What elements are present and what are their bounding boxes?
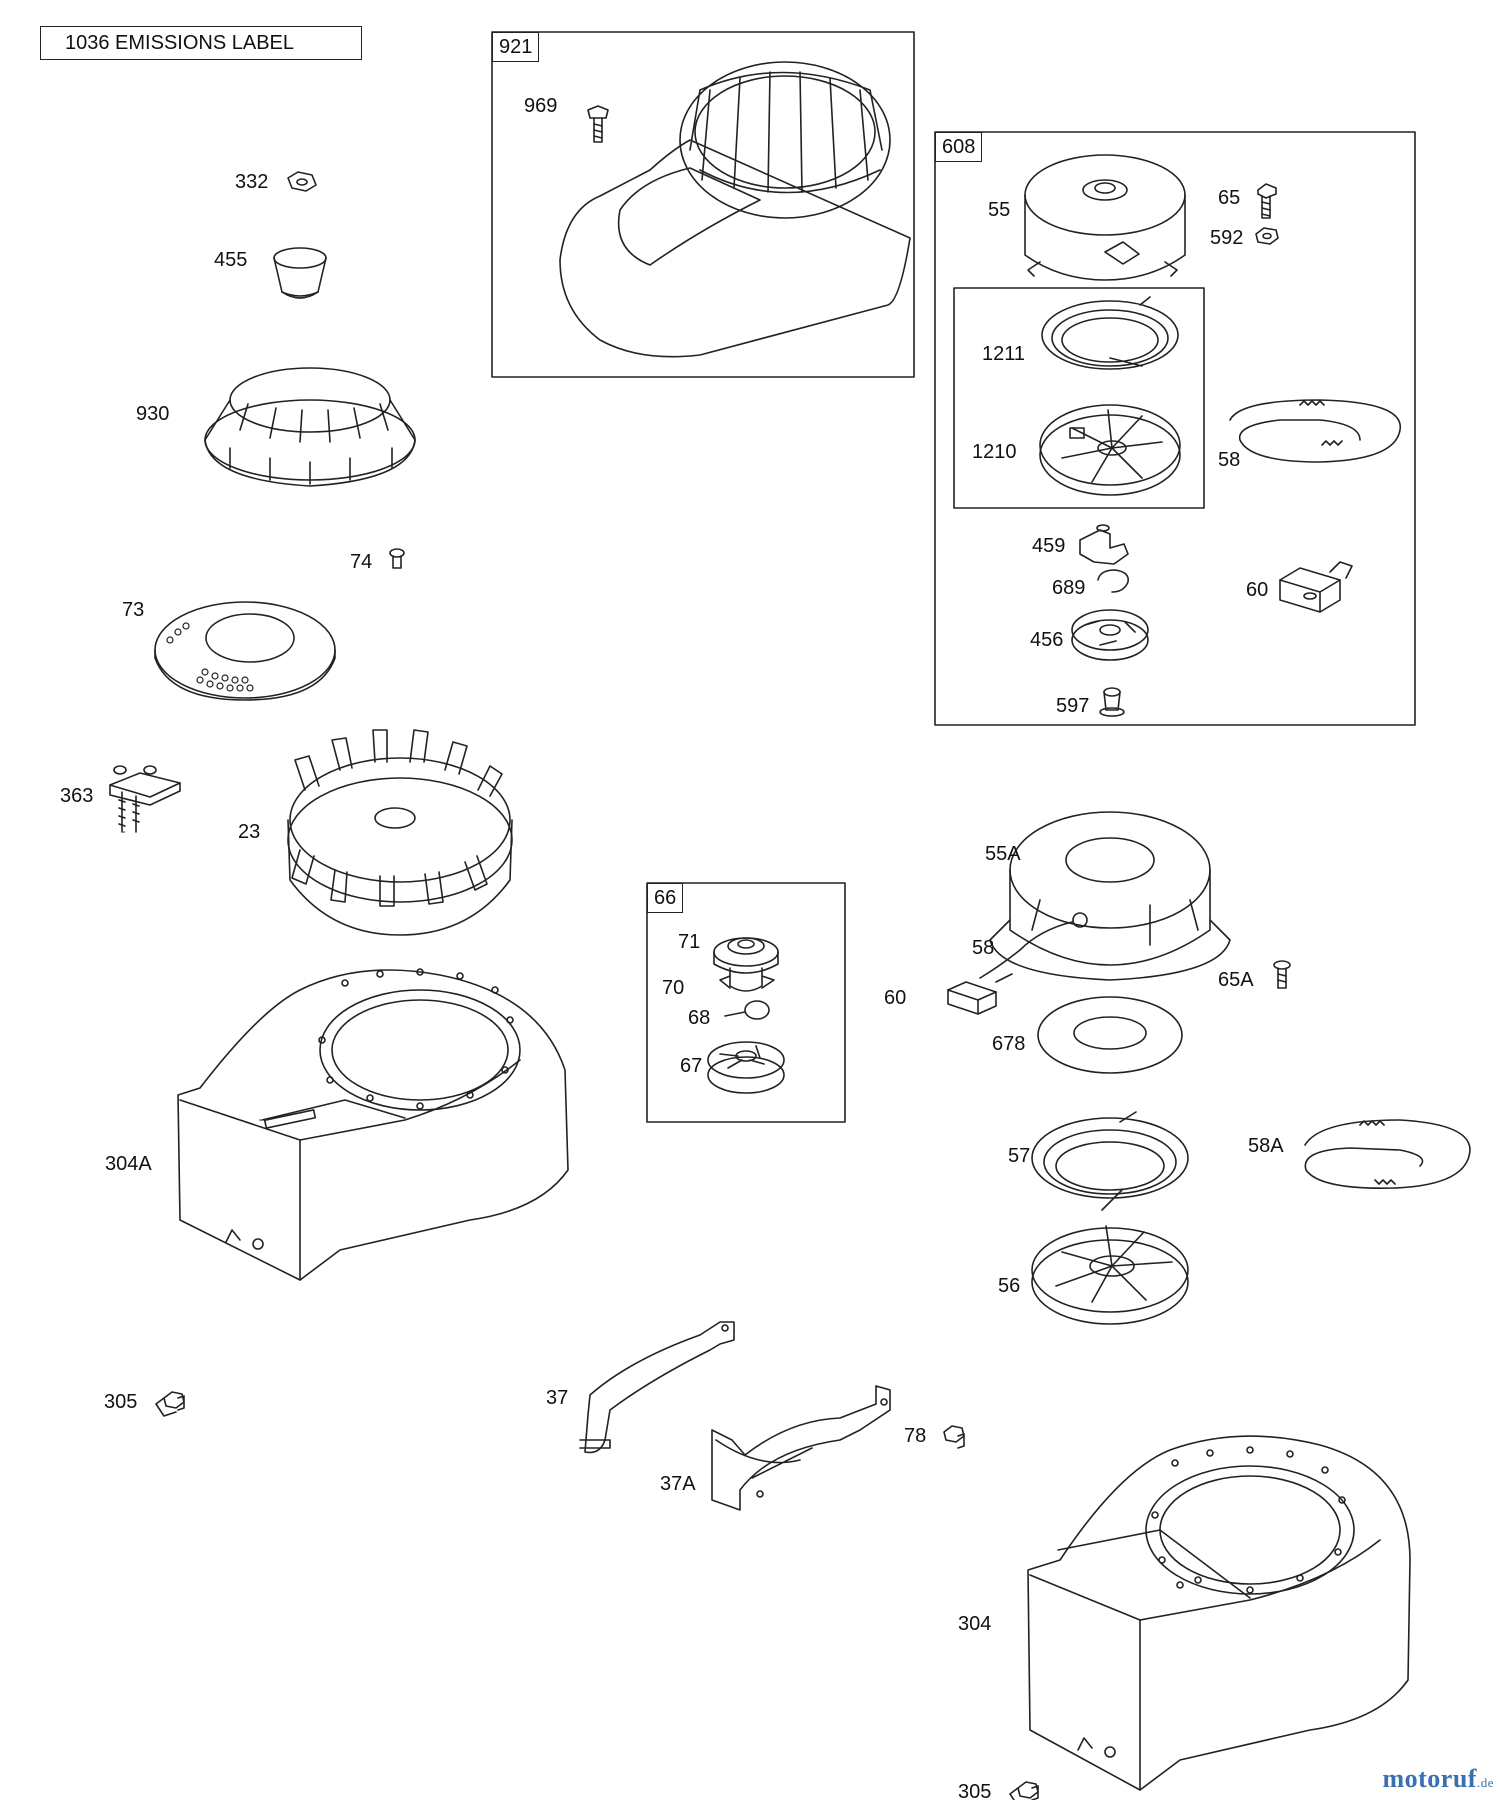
part-65A-screw xyxy=(1273,960,1291,989)
callout-71: 71 xyxy=(678,931,701,953)
part-459-dog xyxy=(1079,524,1129,565)
callout-1211: 1211 xyxy=(982,343,1026,365)
part-23-flywheel xyxy=(287,729,513,936)
callout-304A: 304A xyxy=(105,1153,152,1175)
part-689-ring xyxy=(1097,569,1130,593)
part-597-pin xyxy=(1099,687,1125,717)
part-58-rope-mid xyxy=(979,921,1073,979)
callout-68: 68 xyxy=(688,1007,711,1029)
callout-459: 459 xyxy=(1032,535,1066,557)
part-1210-pulley xyxy=(1039,404,1181,496)
part-363-bracket xyxy=(109,765,181,833)
callout-74: 74 xyxy=(350,551,373,573)
part-305-bolt-right xyxy=(1009,1781,1039,1800)
callout-65: 65 xyxy=(1218,187,1241,209)
part-71-pulley xyxy=(713,937,779,974)
group-label-921: 921 xyxy=(492,32,540,62)
part-78-screw xyxy=(943,1425,965,1449)
callout-969: 969 xyxy=(524,95,558,117)
part-930-ring xyxy=(204,367,416,487)
callout-58-top: 58 xyxy=(1218,449,1241,471)
part-456-ratchet xyxy=(1071,609,1149,661)
part-68-ball xyxy=(724,1000,770,1020)
part-57-spring xyxy=(1031,1111,1189,1211)
callout-456: 456 xyxy=(1030,629,1064,651)
callout-65A: 65A xyxy=(1218,969,1254,991)
callout-37: 37 xyxy=(546,1387,569,1409)
callout-597: 597 xyxy=(1056,695,1090,717)
part-55-starter-housing xyxy=(1024,154,1186,281)
callout-55: 55 xyxy=(988,199,1011,221)
group-label-608: 608 xyxy=(935,132,983,162)
part-592-nut xyxy=(1255,227,1279,245)
part-305-bolt-left xyxy=(155,1391,185,1417)
logo-tld: .de xyxy=(1476,1775,1494,1790)
callout-23: 23 xyxy=(238,821,261,843)
part-55A-starter-housing xyxy=(989,811,1231,981)
callout-56: 56 xyxy=(998,1275,1021,1297)
part-37-baffle xyxy=(579,1321,735,1454)
part-67-ratchet-cup xyxy=(707,1041,785,1094)
callout-1210: 1210 xyxy=(972,441,1017,463)
part-678-washer xyxy=(1037,996,1183,1074)
group-608-frame xyxy=(934,131,1416,726)
callout-58-mid: 58 xyxy=(972,937,995,959)
part-921-cover xyxy=(559,61,911,358)
group-1210-1211-subframe xyxy=(953,287,1205,509)
callout-70: 70 xyxy=(662,977,685,999)
part-58-rope-top xyxy=(1229,399,1401,463)
part-70-hub xyxy=(719,967,775,992)
emissions-label-box: 1036 EMISSIONS LABEL xyxy=(40,26,362,60)
part-304A-housing xyxy=(177,968,569,1281)
part-73-grille xyxy=(154,601,336,701)
callout-930: 930 xyxy=(136,403,170,425)
part-56-pulley xyxy=(1031,1225,1189,1325)
callout-592: 592 xyxy=(1210,227,1244,249)
part-65-screw xyxy=(1257,183,1277,219)
callout-678: 678 xyxy=(992,1033,1026,1055)
callout-58A: 58A xyxy=(1248,1135,1284,1157)
part-74-screw xyxy=(389,548,405,569)
part-969-screw xyxy=(587,105,609,143)
part-37A-baffle xyxy=(711,1385,891,1511)
callout-55A: 55A xyxy=(985,843,1021,865)
callout-332: 332 xyxy=(235,171,269,193)
group-66-frame xyxy=(646,882,846,1123)
part-304-housing xyxy=(1027,1435,1411,1791)
callout-455: 455 xyxy=(214,249,248,271)
callout-689: 689 xyxy=(1052,577,1086,599)
callout-305-left: 305 xyxy=(104,1391,138,1413)
logo-name: motoruf xyxy=(1382,1764,1477,1793)
callout-37A: 37A xyxy=(660,1473,696,1495)
part-332-nut xyxy=(287,171,317,192)
part-58A-rope xyxy=(1304,1119,1471,1189)
callout-304: 304 xyxy=(958,1613,992,1635)
group-label-66: 66 xyxy=(647,883,684,913)
motoruf-logo: motoruf.de xyxy=(1382,1764,1494,1794)
part-455-cup xyxy=(273,247,327,299)
callout-60-top: 60 xyxy=(1246,579,1269,601)
callout-57: 57 xyxy=(1008,1145,1031,1167)
callout-67: 67 xyxy=(680,1055,703,1077)
callout-363: 363 xyxy=(60,785,94,807)
part-60-handle-top xyxy=(1279,561,1353,613)
group-921-frame xyxy=(491,31,915,378)
part-60-handle-mid xyxy=(947,973,1013,1015)
emissions-label-text: 1036 EMISSIONS LABEL xyxy=(65,31,295,54)
part-1211-spring xyxy=(1041,296,1179,370)
callout-73: 73 xyxy=(122,599,145,621)
callout-78: 78 xyxy=(904,1425,927,1447)
callout-305-right: 305 xyxy=(958,1781,992,1803)
callout-60-mid: 60 xyxy=(884,987,907,1009)
